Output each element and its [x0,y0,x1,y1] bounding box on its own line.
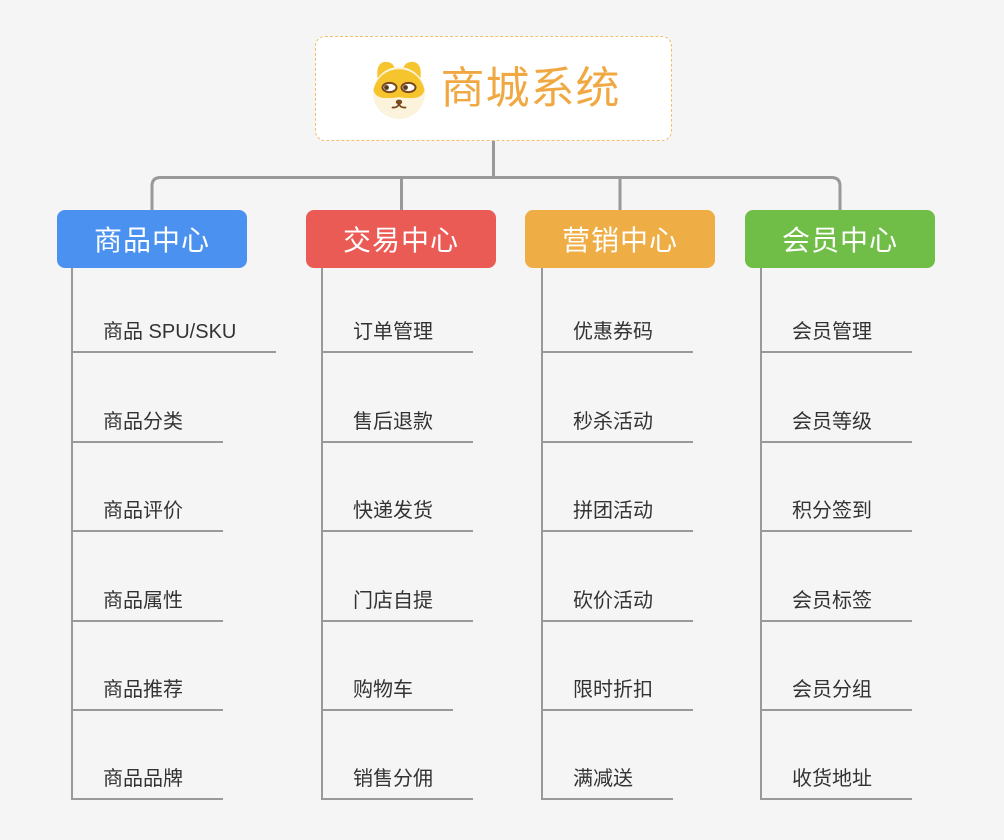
leaf-row: 优惠券码 [541,264,693,354]
leaf-topic[interactable]: 商品 SPU/SKU [71,320,277,354]
leaf-row: 会员标签 [760,532,912,622]
leaf-column-product: 商品 SPU/SKU 商品分类 商品评价 商品属性 商品推荐 商品品牌 [71,264,277,801]
leaf-row: 积分签到 [760,443,912,533]
leaf-topic[interactable]: 砍价活动 [541,589,693,622]
dog-face-icon [367,57,431,121]
leaf-column-marketing: 优惠券码 秒杀活动 拼团活动 砍价活动 限时折扣 满减送 [541,264,693,801]
leaf-row: 商品评价 [71,443,276,533]
leaf-topic[interactable]: 商品分类 [71,410,223,443]
leaf-row: 会员管理 [760,264,912,354]
leaf-topic[interactable]: 商品推荐 [71,678,223,711]
leaf-row: 订单管理 [321,264,473,354]
leaf-column-member: 会员管理 会员等级 积分签到 会员标签 会员分组 收货地址 [760,264,912,801]
leaf-topic[interactable]: 购物车 [321,678,453,711]
leaf-row: 砍价活动 [541,532,693,622]
leaf-column-trade: 订单管理 售后退款 快递发货 门店自提 购物车 销售分佣 [321,264,473,801]
branch-node-product-center[interactable]: 商品中心 [57,210,247,268]
root-node[interactable]: 商城系统 [315,36,672,141]
leaf-row: 商品 SPU/SKU [71,264,277,354]
leaf-row: 商品品牌 [71,711,276,801]
leaf-topic[interactable]: 满减送 [541,767,673,801]
leaf-row: 会员分组 [760,622,912,711]
branch-label: 交易中心 [342,225,459,256]
leaf-topic[interactable]: 商品品牌 [71,767,223,801]
leaf-topic[interactable]: 售后退款 [321,410,473,443]
leaf-topic[interactable]: 优惠券码 [541,320,693,354]
leaf-topic[interactable]: 收货地址 [760,767,912,801]
leaf-row: 会员等级 [760,353,912,443]
leaf-topic[interactable]: 会员管理 [760,320,912,354]
leaf-topic[interactable]: 门店自提 [321,589,473,622]
leaf-row: 商品分类 [71,353,276,443]
branch-label: 会员中心 [781,225,898,256]
leaf-row: 满减送 [541,711,693,801]
leaf-topic[interactable]: 快递发货 [321,499,473,533]
leaf-row: 购物车 [321,622,473,711]
branch-label: 营销中心 [561,225,678,256]
leaf-topic[interactable]: 销售分佣 [321,767,473,801]
branch-node-trade-center[interactable]: 交易中心 [306,210,496,268]
leaf-row: 门店自提 [321,532,473,622]
leaf-row: 收货地址 [760,711,912,801]
branch-bus-connector [150,176,842,210]
leaf-topic[interactable]: 秒杀活动 [541,410,693,443]
leaf-topic[interactable]: 订单管理 [321,320,473,354]
leaf-row: 秒杀活动 [541,353,693,443]
leaf-row: 拼团活动 [541,443,693,533]
leaf-row: 限时折扣 [541,622,693,711]
leaf-topic[interactable]: 商品属性 [71,589,223,622]
leaf-topic[interactable]: 会员分组 [760,678,912,711]
branch-node-marketing-center[interactable]: 营销中心 [525,210,715,268]
leaf-topic[interactable]: 限时折扣 [541,678,693,711]
leaf-row: 商品属性 [71,532,276,622]
leaf-topic[interactable]: 会员等级 [760,410,912,443]
branch-label: 商品中心 [93,225,210,256]
branch-node-member-center[interactable]: 会员中心 [745,210,935,268]
leaf-row: 销售分佣 [321,711,473,801]
leaf-topic[interactable]: 拼团活动 [541,499,693,533]
leaf-row: 快递发货 [321,443,473,533]
leaf-topic[interactable]: 会员标签 [760,589,912,622]
leaf-row: 售后退款 [321,353,473,443]
root-title: 商城系统 [440,63,621,113]
leaf-topic[interactable]: 商品评价 [71,499,223,533]
leaf-row: 商品推荐 [71,622,276,711]
leaf-topic[interactable]: 积分签到 [760,499,912,533]
